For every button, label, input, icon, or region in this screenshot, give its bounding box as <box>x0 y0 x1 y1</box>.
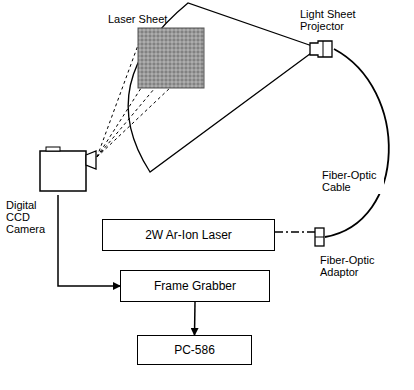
node-label: Laser Sheet <box>108 13 167 25</box>
view-line <box>97 85 143 157</box>
camera-node: Digital CCD Camera <box>4 145 96 243</box>
camera-symbol <box>38 145 100 195</box>
box-label: Frame Grabber <box>154 279 236 293</box>
camera-body <box>40 151 86 191</box>
sheet-fill <box>138 28 204 88</box>
view-line <box>97 37 141 157</box>
process-box: PC-586 <box>137 335 252 365</box>
node-label: Light Sheet Projector <box>300 8 364 32</box>
box-label: PC-586 <box>174 343 215 357</box>
edge-label: Fiber-Optic Cable <box>320 168 384 194</box>
projector-node: Light Sheet Projector <box>296 6 368 62</box>
connector <box>325 49 389 237</box>
sheet-node: Laser Sheet <box>106 13 208 91</box>
adaptor-node: Fiber-Optic Adaptor <box>312 226 392 288</box>
camera-lens <box>86 151 96 169</box>
adaptor-line <box>315 237 324 238</box>
node-label: Fiber-Optic Adaptor <box>320 254 390 278</box>
laser-sheet-square <box>137 27 205 89</box>
camera-top <box>46 147 60 151</box>
projector-symbol <box>308 40 334 58</box>
node-label: Digital CCD Camera <box>6 199 56 235</box>
process-box: 2W Ar-Ion Laser <box>102 219 275 251</box>
projector-body <box>310 41 332 57</box>
process-box: Frame Grabber <box>120 270 270 302</box>
adaptor-symbol <box>312 226 328 248</box>
view-line <box>97 87 171 157</box>
light-fan <box>128 3 318 172</box>
projector-ring <box>323 41 324 57</box>
connector <box>194 302 196 335</box>
box-label: 2W Ar-Ion Laser <box>145 228 232 242</box>
connector <box>275 231 315 232</box>
adaptor-body <box>315 228 324 246</box>
